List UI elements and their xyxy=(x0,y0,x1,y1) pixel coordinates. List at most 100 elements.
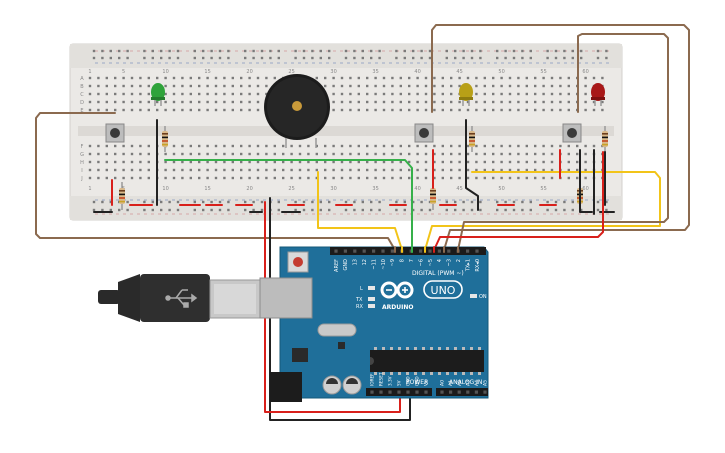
power-pin-label: 5V xyxy=(397,380,402,386)
column-number: 60 xyxy=(582,186,588,192)
digital-pin-label: 8 xyxy=(400,259,406,262)
digital-label: DIGITAL (PWM ~) xyxy=(412,270,464,277)
usb-icon xyxy=(165,289,198,308)
power-pin-label: 3.3V xyxy=(388,376,393,386)
analog-pin-label: A5 xyxy=(483,380,489,386)
column-number: 30 xyxy=(330,69,336,75)
digital-pin-label: ~9 xyxy=(390,259,396,266)
digital-header xyxy=(330,247,486,255)
power-header xyxy=(366,388,432,396)
breadboard-holes xyxy=(88,49,608,212)
column-number: 15 xyxy=(204,69,210,75)
row-letter: H xyxy=(80,160,84,166)
rx-label: RX xyxy=(356,304,363,310)
push-button-3[interactable] xyxy=(562,123,582,143)
reset-button[interactable] xyxy=(287,251,309,273)
led-red[interactable] xyxy=(591,83,605,106)
row-letter: D xyxy=(80,100,84,106)
digital-pin-label: 12 xyxy=(362,259,368,265)
column-number: 35 xyxy=(372,69,378,75)
brand-label: ARDUINO xyxy=(382,304,413,311)
digital-pin-label: TX▸1 xyxy=(465,259,471,272)
power-pin-label: Vin xyxy=(424,379,429,386)
breadboard-wires xyxy=(93,119,661,251)
l-label: L xyxy=(360,286,363,292)
digital-pin-label: AREF xyxy=(334,259,340,272)
column-number: 20 xyxy=(246,69,252,75)
column-number: 10 xyxy=(162,186,168,192)
push-button-1[interactable] xyxy=(105,123,125,143)
resistor-icon[interactable] xyxy=(119,182,125,210)
row-letter: I xyxy=(81,168,82,174)
digital-pin-label: ~5 xyxy=(428,259,434,266)
arduino-logo: UNO ARDUINO xyxy=(380,280,463,311)
column-number: 50 xyxy=(498,186,504,192)
header-wire-ends xyxy=(394,246,459,253)
analog-pin-label: A4 xyxy=(474,380,480,386)
on-label: ON xyxy=(479,294,487,300)
resistor-icon[interactable] xyxy=(469,126,475,152)
power-pin-label: IOREF xyxy=(370,373,375,386)
wire-yellow-buzzer[interactable] xyxy=(317,171,403,251)
piezo-buzzer-icon[interactable] xyxy=(264,74,330,148)
led-yellow[interactable] xyxy=(459,83,473,106)
power-pin-label: RESET xyxy=(379,372,384,386)
analog-pin-label: A2 xyxy=(457,380,463,386)
column-number: 25 xyxy=(288,186,294,192)
row-letter: E xyxy=(80,108,83,114)
column-number: 15 xyxy=(204,186,210,192)
wire-brown-left[interactable] xyxy=(35,112,396,251)
breadboard: 1155101015152020252530303535404045455050… xyxy=(69,43,623,221)
tx-label: TX xyxy=(355,297,363,303)
analog-pin-label: A1 xyxy=(448,380,454,386)
digital-pin-label: 7 xyxy=(409,259,415,262)
digital-pin-label: 4 xyxy=(437,259,443,262)
column-number: 45 xyxy=(456,69,462,75)
column-number: 25 xyxy=(288,69,294,75)
row-letter: C xyxy=(80,92,84,98)
digital-pin-label: ~10 xyxy=(381,259,387,270)
column-number: 20 xyxy=(246,186,252,192)
wire-yellow-right[interactable] xyxy=(424,171,661,251)
atmega-chip xyxy=(370,347,484,375)
column-number: 35 xyxy=(372,186,378,192)
column-number: 10 xyxy=(162,69,168,75)
row-letter: J xyxy=(80,176,82,182)
wire-red-right[interactable] xyxy=(433,151,604,251)
analog-header xyxy=(436,388,488,396)
column-number: 45 xyxy=(456,186,462,192)
digital-pin-label: ~11 xyxy=(371,259,377,270)
usb-cable[interactable] xyxy=(98,274,261,322)
row-letter: F xyxy=(81,144,84,150)
led-green[interactable] xyxy=(151,83,165,106)
push-button-2[interactable] xyxy=(414,123,434,143)
column-number: 50 xyxy=(498,69,504,75)
digital-pin-label: ~3 xyxy=(447,259,453,266)
analog-label: ANALOG IN xyxy=(449,379,482,386)
resistor-icon[interactable] xyxy=(602,126,608,152)
analog-pin-label: A0 xyxy=(440,380,446,386)
column-number: 55 xyxy=(540,69,546,75)
power-label: POWER xyxy=(406,379,428,386)
digital-pin-label: ~6 xyxy=(418,259,424,266)
power-pin-label: GND xyxy=(415,376,420,386)
wire-brown-top[interactable] xyxy=(431,24,690,251)
wire-brown-mid[interactable] xyxy=(457,33,669,251)
analog-pin-label: A3 xyxy=(465,380,471,386)
column-number: 1 xyxy=(88,69,91,75)
row-letter: A xyxy=(80,76,84,82)
column-number: 30 xyxy=(330,186,336,192)
breadboard-column-labels: 1155101015152020252530303535404045455050… xyxy=(88,69,588,192)
column-number: 40 xyxy=(414,186,420,192)
column-number: 60 xyxy=(582,69,588,75)
model-label: UNO xyxy=(431,284,456,297)
resistor-icon[interactable] xyxy=(162,126,168,152)
digital-pin-label: 13 xyxy=(353,259,359,265)
wire-green[interactable] xyxy=(164,159,413,251)
column-number: 40 xyxy=(414,69,420,75)
resistor-icon[interactable] xyxy=(430,182,436,210)
